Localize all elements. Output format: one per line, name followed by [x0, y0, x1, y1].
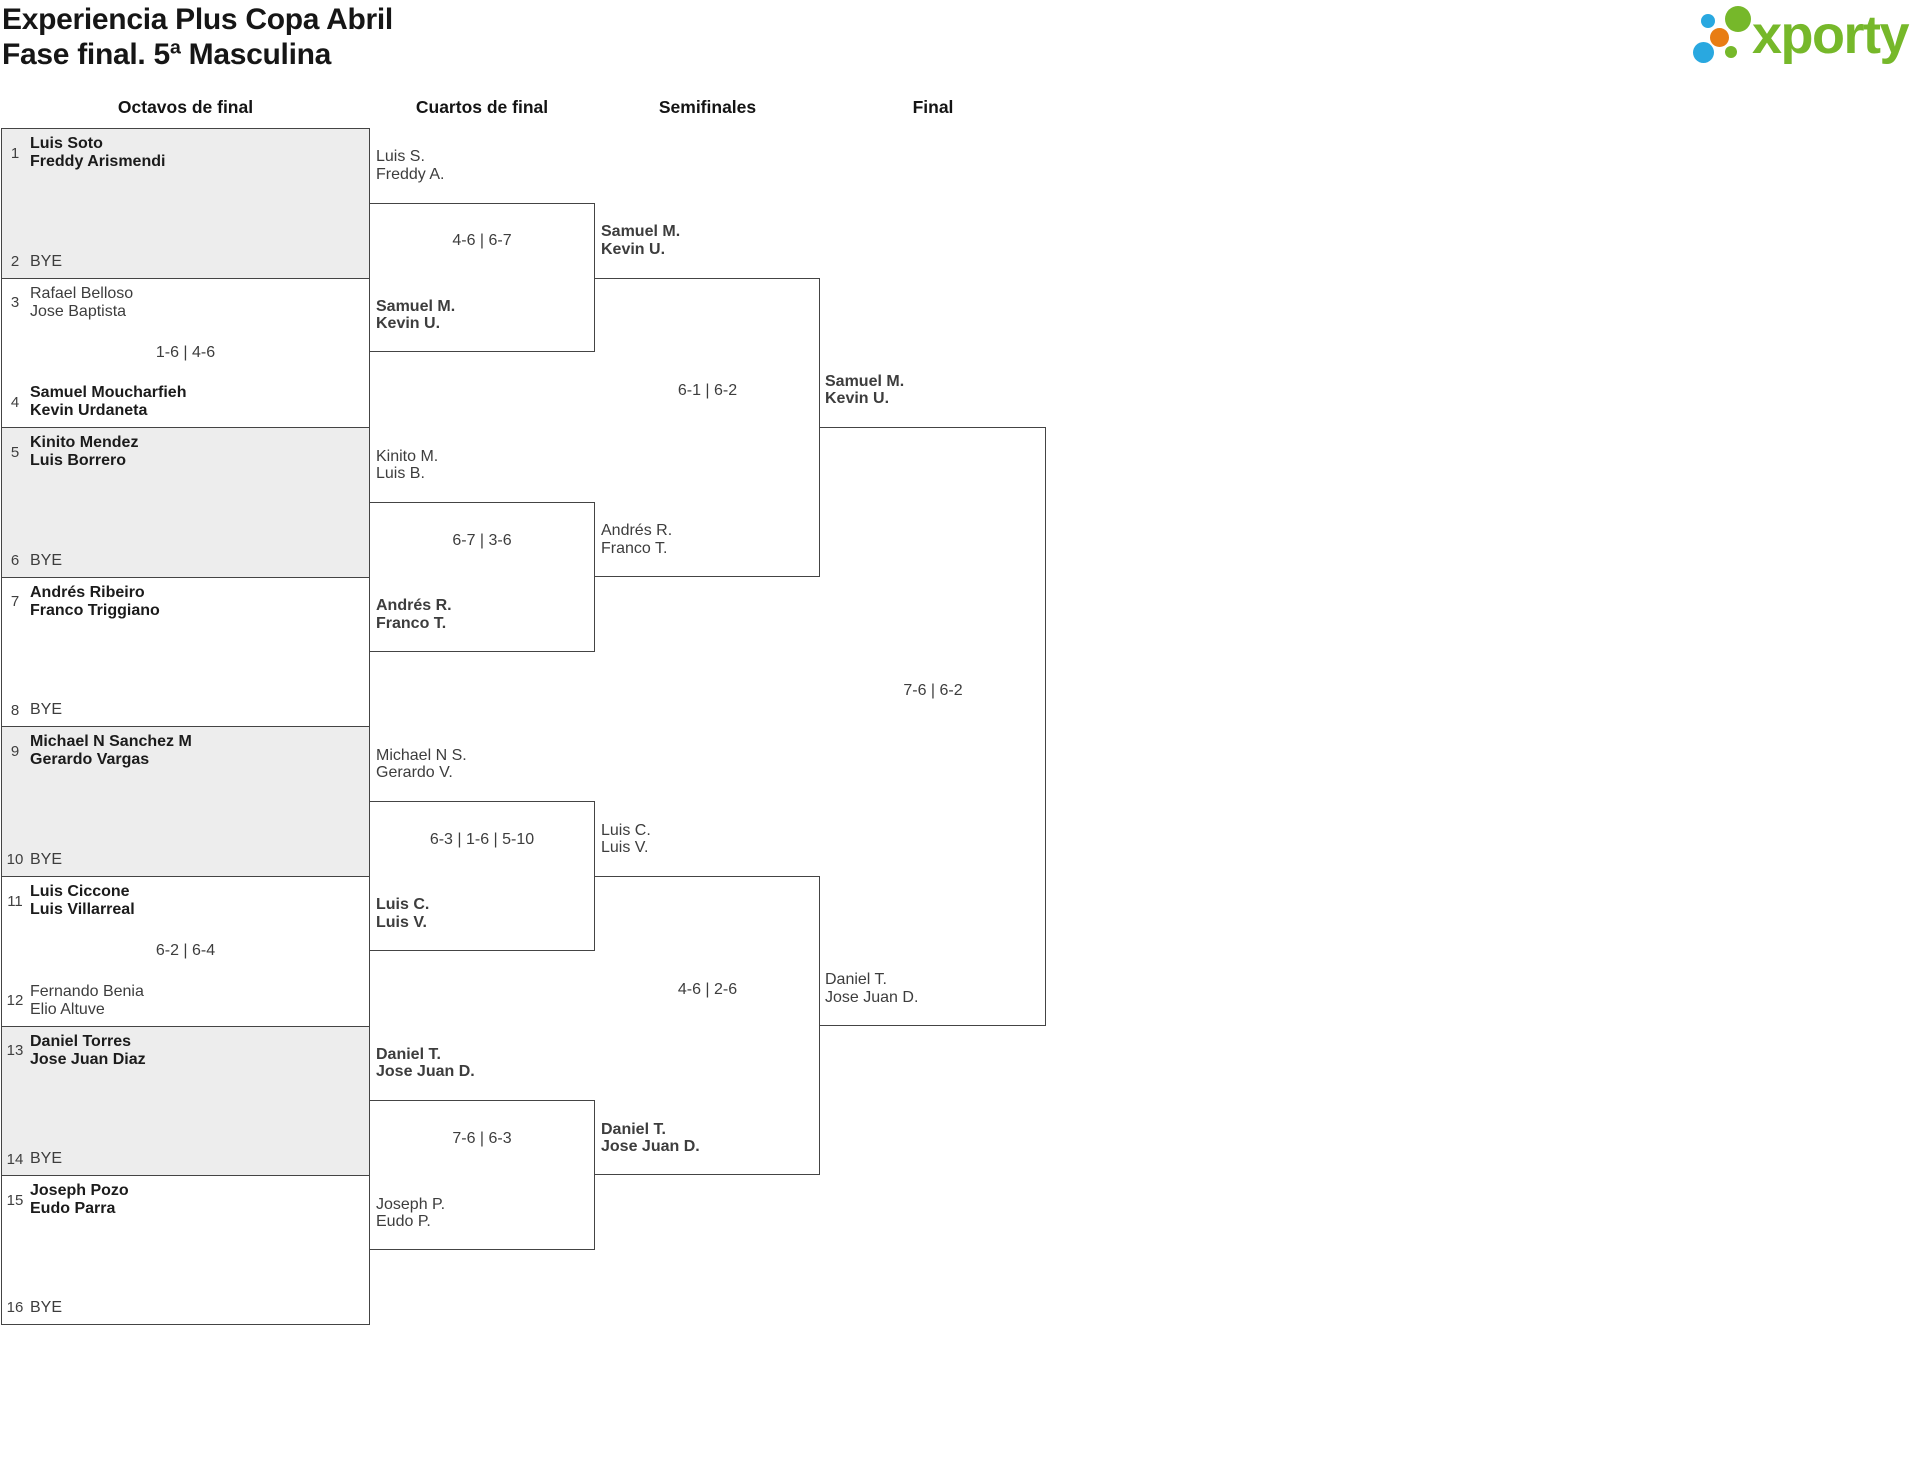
- xporty-logo: xporty: [1686, 2, 1918, 70]
- logo-dot-blue-small: [1701, 14, 1715, 28]
- semifinal-2-bottom-pair: Daniel T.Jose Juan D.: [601, 1120, 700, 1156]
- seed-number: 15: [6, 1191, 24, 1209]
- pair-names: BYE: [30, 551, 63, 569]
- cuartos-4-bottom-pair: Joseph P.Eudo P.: [376, 1195, 446, 1231]
- cuartos-1-score: 4-6 | 6-7: [452, 232, 512, 250]
- cuartos-3-bottom-pair: Luis C.Luis V.: [376, 896, 430, 931]
- seed-number: 7: [10, 593, 20, 611]
- seed-number: 12: [6, 992, 24, 1010]
- logo-dot-green-small: [1725, 46, 1737, 58]
- cuartos-2-score: 6-7 | 3-6: [452, 531, 512, 549]
- pair-names: BYE: [30, 1298, 63, 1316]
- cuartos-match-2-box: [369, 502, 595, 652]
- semifinal-1-score: 6-1 | 6-2: [677, 382, 738, 400]
- final-top-pair: Samuel M.Kevin U.: [825, 372, 905, 408]
- pair-names: BYE: [30, 1150, 63, 1168]
- logo-dot-orange: [1710, 28, 1729, 47]
- pair-names: BYE: [30, 252, 63, 270]
- match-score: 1-6 | 4-6: [155, 343, 216, 361]
- round-header-octavos: Octavos de final: [117, 97, 254, 117]
- match-score: 6-2 | 6-4: [155, 942, 216, 960]
- semifinal-1-top-pair: Samuel M.Kevin U.: [601, 223, 681, 258]
- seed-number: 6: [10, 552, 20, 570]
- seed-number: 9: [10, 742, 20, 760]
- cuartos-2-top-pair: Kinito M.Luis B.: [376, 447, 439, 483]
- seed-number: 5: [10, 443, 20, 461]
- seed-number: 10: [6, 851, 24, 869]
- cuartos-4-top-pair: Daniel T.Jose Juan D.: [376, 1045, 475, 1081]
- tournament-name: Experiencia Plus Copa Abril: [2, 3, 393, 36]
- cuartos-match-1-box: [369, 202, 595, 353]
- cuartos-3-top-pair: Michael N S.Gerardo V.: [376, 746, 467, 782]
- semifinal-2-box: [595, 876, 820, 1176]
- final-score: 7-6 | 6-2: [903, 682, 963, 700]
- round-header-semifinales: Semifinales: [658, 97, 757, 117]
- page-title: Experiencia Plus Copa Abril Fase final. …: [2, 2, 393, 72]
- round-header-final: Final: [912, 97, 954, 117]
- pair-names: BYE: [30, 701, 63, 719]
- semifinal-1-box: [595, 277, 820, 577]
- phase-category: Fase final. 5ª Masculina: [2, 38, 332, 71]
- semifinal-1-bottom-pair: Andrés R.Franco T.: [601, 522, 673, 557]
- semifinal-2-top-pair: Luis C.Luis V.: [601, 821, 651, 857]
- cuartos-1-bottom-pair: Samuel M.Kevin U.: [376, 297, 456, 333]
- cuartos-4-score: 7-6 | 6-3: [452, 1129, 512, 1147]
- semifinal-2-score: 4-6 | 2-6: [677, 980, 738, 998]
- cuartos-match-4-box: [369, 1100, 595, 1250]
- seed-number: 11: [7, 892, 23, 910]
- logo-dot-green-large: [1725, 6, 1751, 32]
- round-header-cuartos: Cuartos de final: [415, 97, 549, 117]
- cuartos-1-top-pair: Luis S.Freddy A.: [376, 148, 445, 183]
- seed-number: 4: [10, 393, 20, 411]
- seed-number: 1: [10, 144, 20, 162]
- logo-wordmark: xporty: [1752, 5, 1910, 65]
- logo-dot-blue-large: [1693, 42, 1714, 63]
- final-box: [820, 427, 1046, 1026]
- seed-number: 13: [6, 1042, 24, 1060]
- seed-number: 3: [10, 294, 20, 312]
- seed-number: 16: [6, 1299, 24, 1317]
- seed-number: 8: [10, 701, 20, 719]
- cuartos-3-score: 6-3 | 1-6 | 5-10: [429, 830, 535, 848]
- cuartos-match-3-box: [369, 801, 595, 951]
- pair-names: BYE: [30, 850, 63, 868]
- seed-number: 2: [10, 253, 20, 271]
- cuartos-2-bottom-pair: Andrés R.Franco T.: [376, 597, 452, 632]
- seed-number: 14: [6, 1150, 24, 1168]
- final-bottom-pair: Daniel T.Jose Juan D.: [825, 971, 919, 1006]
